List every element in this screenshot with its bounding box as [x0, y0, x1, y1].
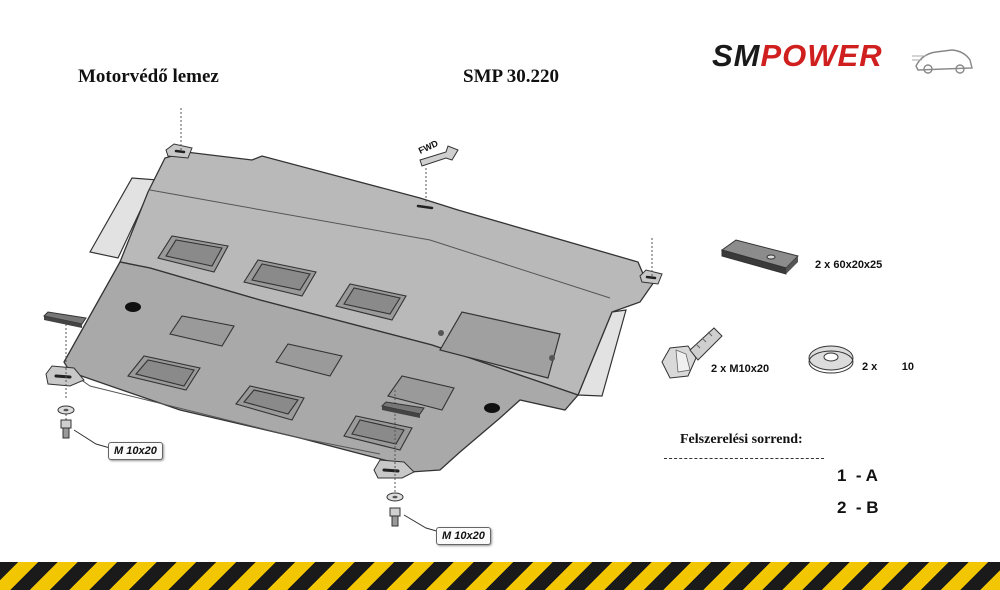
logo-wordmark: SMPOWER — [712, 38, 883, 74]
bolt-label: 2 x M10x20 — [711, 363, 770, 375]
washer-label: 2 x 10 — [862, 361, 914, 373]
diagram-title: Motorvédő lemez — [78, 66, 219, 87]
callout-leader — [73, 429, 111, 449]
install-step: 1 - A — [837, 466, 878, 485]
bolt-bottom — [389, 507, 401, 527]
hazard-stripe-footer — [0, 562, 1000, 590]
access-panel — [439, 311, 561, 379]
mounting-tab-bottom — [373, 459, 415, 479]
install-order-title: Felszerelési sorrend: — [680, 432, 803, 447]
panel-bolt — [549, 355, 555, 361]
mount-hole — [125, 302, 141, 312]
install-step: 2 - B — [837, 498, 879, 517]
hardware-washer — [808, 345, 854, 374]
bolt-callout-right: M 10x20 — [436, 527, 491, 545]
callout-leader — [403, 514, 441, 533]
bolt-left — [60, 419, 72, 439]
hardware-spacer-plate — [720, 239, 799, 275]
logo-prefix: SM — [712, 38, 761, 73]
forward-direction-arrow — [419, 145, 459, 167]
part-code: SMP 30.220 — [463, 66, 560, 87]
mount-hole — [484, 403, 500, 413]
logo-suffix: POWER — [760, 38, 883, 73]
bolt-callout-left: M 10x20 — [108, 442, 163, 460]
brand-logo: SMPOWER — [712, 36, 973, 80]
vent-cutouts — [127, 235, 455, 451]
logo-car-icon — [912, 49, 973, 74]
spacer-plate-label: 2 x 60x20x25 — [815, 259, 883, 271]
plate-fold-line — [149, 189, 611, 299]
hardware-bolt — [661, 327, 723, 379]
install-order-divider — [664, 458, 824, 459]
